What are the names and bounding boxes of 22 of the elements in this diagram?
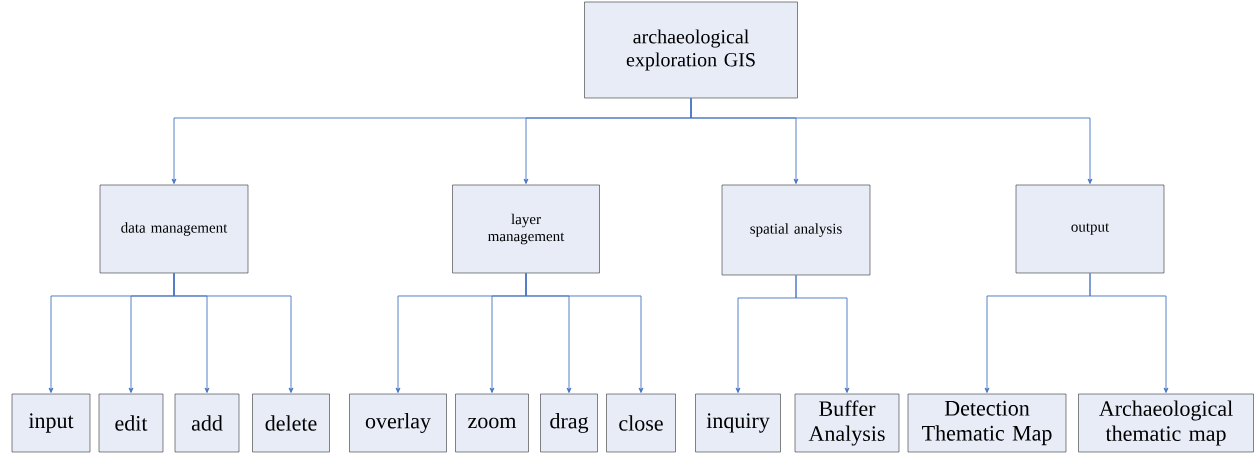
function-box: zoom (455, 393, 529, 453)
function-box: inquiry (695, 393, 781, 453)
function-box: delete (252, 393, 330, 453)
function-box: Buffer Analysis (794, 393, 900, 453)
arrow (1089, 272, 1169, 393)
function-box: input (11, 393, 91, 453)
arrow (173, 272, 294, 393)
function-box: close (606, 393, 676, 453)
function-box: edit (98, 393, 164, 453)
arrow (690, 97, 1093, 184)
function-box: Detection Thematic Map (907, 393, 1067, 453)
category-box: layer management (452, 184, 600, 274)
function-box: add (174, 393, 240, 453)
category-box: output (1015, 184, 1165, 274)
function-box: Archaeological thematic map (1078, 393, 1254, 453)
root-box: archaeological exploration GIS (584, 1, 798, 99)
arrow (525, 272, 644, 393)
function-box: overlay (349, 393, 447, 453)
category-box: spatial analysis (721, 184, 871, 276)
category-box: data management (99, 184, 249, 274)
arrow (795, 274, 850, 393)
function-box: drag (540, 393, 598, 453)
